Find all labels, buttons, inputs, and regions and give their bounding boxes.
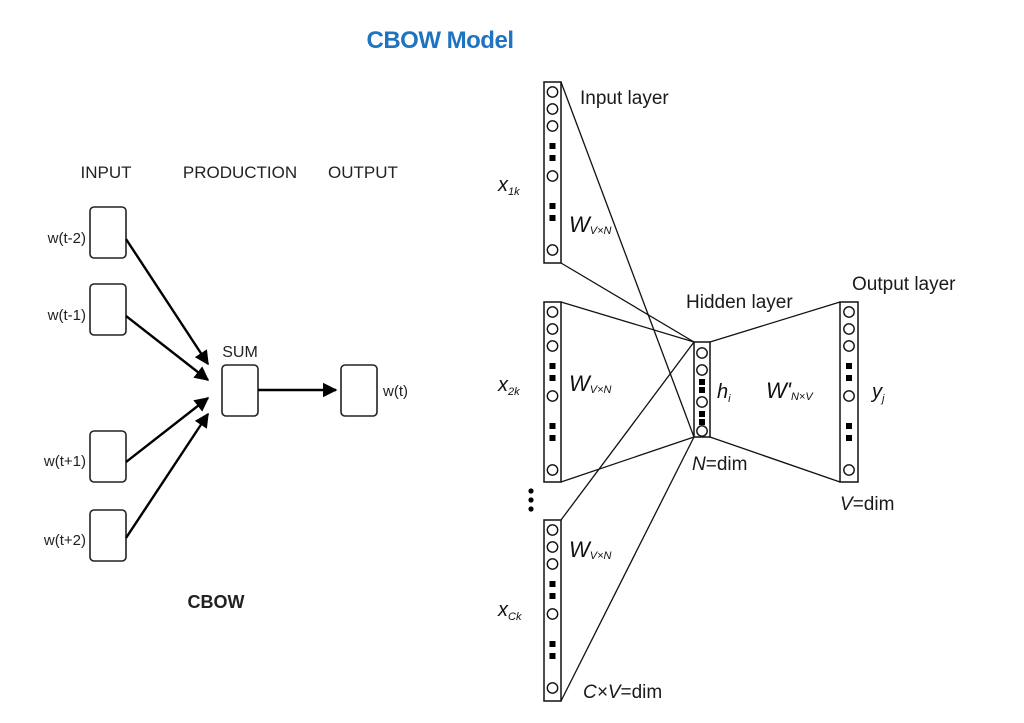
connection-line (560, 436, 695, 702)
neuron-node (696, 347, 708, 359)
neuron-node (546, 244, 559, 256)
ellipsis-square (549, 363, 556, 369)
neuron-node (546, 120, 559, 132)
neuron-node (546, 390, 559, 402)
ellipsis-square (549, 653, 556, 659)
neuron-node (843, 390, 855, 402)
connection-line (709, 301, 841, 343)
neuron-node (546, 464, 559, 476)
xck-label: xCk (497, 599, 522, 623)
ellipsis-square (549, 641, 556, 647)
header-output: OUTPUT (328, 163, 398, 182)
ellipsis-square (549, 375, 556, 381)
ellipsis-square (549, 593, 556, 599)
ellipsis-square (549, 435, 556, 441)
connection-line (560, 81, 695, 438)
neuron-node (546, 170, 559, 182)
ellipsis-square (549, 203, 556, 209)
output-dim-label: V=dim (840, 494, 894, 515)
hidden-symbol: hi (717, 381, 731, 405)
neuron-node (843, 340, 855, 352)
input-label-t-minus-2: w(t-2) (47, 230, 86, 247)
weight-in-label-c: WV×N (569, 537, 612, 562)
output-symbol: yj (870, 381, 885, 405)
input-column-c (543, 519, 562, 702)
sum-box (221, 364, 259, 417)
ellipsis-square (549, 143, 556, 149)
arrow-t-minus-2-to-sum (124, 238, 210, 366)
output-box (340, 364, 378, 417)
neuron-node (546, 558, 559, 570)
neuron-node (546, 608, 559, 620)
neuron-node (546, 340, 559, 352)
ellipsis-square (846, 435, 852, 441)
neuron-node (843, 464, 855, 476)
ellipsis-square (549, 423, 556, 429)
neuron-node (546, 541, 559, 553)
neuron-node (546, 323, 559, 335)
ellipsis-square (699, 419, 705, 425)
neuron-node (696, 396, 708, 408)
neuron-node (546, 103, 559, 115)
output-label: w(t) (382, 383, 408, 400)
neuron-node (696, 425, 708, 437)
ellipsis-square (699, 411, 705, 417)
input-dim-label: C×V=dim (583, 682, 662, 703)
input-box-t-minus-2 (89, 206, 127, 259)
layer-columns (543, 81, 859, 702)
weight-out-label: W'N×V (766, 378, 814, 403)
neuron-node (696, 364, 708, 376)
input-box-t-minus-1 (89, 283, 127, 336)
ellipsis-square (846, 375, 852, 381)
input-column-2 (543, 301, 562, 483)
hidden-layer-label: Hidden layer (686, 292, 793, 313)
input-column-1 (543, 81, 562, 264)
input-label-t-plus-1: w(t+1) (43, 453, 86, 470)
arrow-t-plus-1-to-sum (125, 397, 210, 463)
output-layer-label: Output layer (852, 274, 956, 295)
sum-label: SUM (222, 344, 258, 361)
cbow-network-diagram: Input layer Hidden layer Output layer x1… (497, 81, 956, 703)
connection-line (560, 262, 695, 343)
ellipsis-dots-icon (528, 488, 534, 512)
neuron-node (843, 323, 855, 335)
connection-line (560, 301, 695, 343)
neuron-node (546, 524, 559, 536)
hidden-dim-label: N=dim (692, 454, 747, 475)
cbow-simple-diagram: INPUT PRODUCTION OUTPUT w(t-2) w(t-1) w(… (43, 163, 408, 612)
x2k-label: x2k (497, 374, 520, 398)
input-box-t-plus-1 (89, 430, 127, 483)
ellipsis-square (846, 363, 852, 369)
weight-in-label-2: WV×N (569, 371, 612, 396)
connection-lines (560, 81, 841, 702)
figure-title: CBOW Model (367, 27, 514, 54)
connection-line (560, 341, 695, 521)
input-label-t-plus-2: w(t+2) (43, 532, 86, 549)
ellipsis-square (846, 423, 852, 429)
input-layer-label: Input layer (580, 88, 669, 109)
x1k-label: x1k (497, 174, 520, 198)
neuron-node (546, 682, 559, 694)
weight-in-label-1: WV×N (569, 212, 612, 237)
arrow-t-plus-2-to-sum (124, 412, 210, 539)
input-label-t-minus-1: w(t-1) (47, 307, 86, 324)
neuron-node (546, 86, 559, 98)
ellipsis-square (549, 155, 556, 161)
ellipsis-square (699, 387, 705, 393)
header-input: INPUT (81, 163, 132, 182)
neuron-node (843, 306, 855, 318)
ellipsis-square (699, 379, 705, 385)
hidden-column (693, 341, 711, 438)
output-column (839, 301, 859, 483)
cbow-caption: CBOW (188, 592, 245, 612)
arrow-t-minus-1-to-sum (125, 315, 210, 381)
input-box-t-plus-2 (89, 509, 127, 562)
neuron-node (546, 306, 559, 318)
header-production: PRODUCTION (183, 163, 297, 182)
connection-line (709, 436, 841, 483)
ellipsis-square (549, 215, 556, 221)
ellipsis-square (549, 581, 556, 587)
connection-line (560, 436, 695, 483)
